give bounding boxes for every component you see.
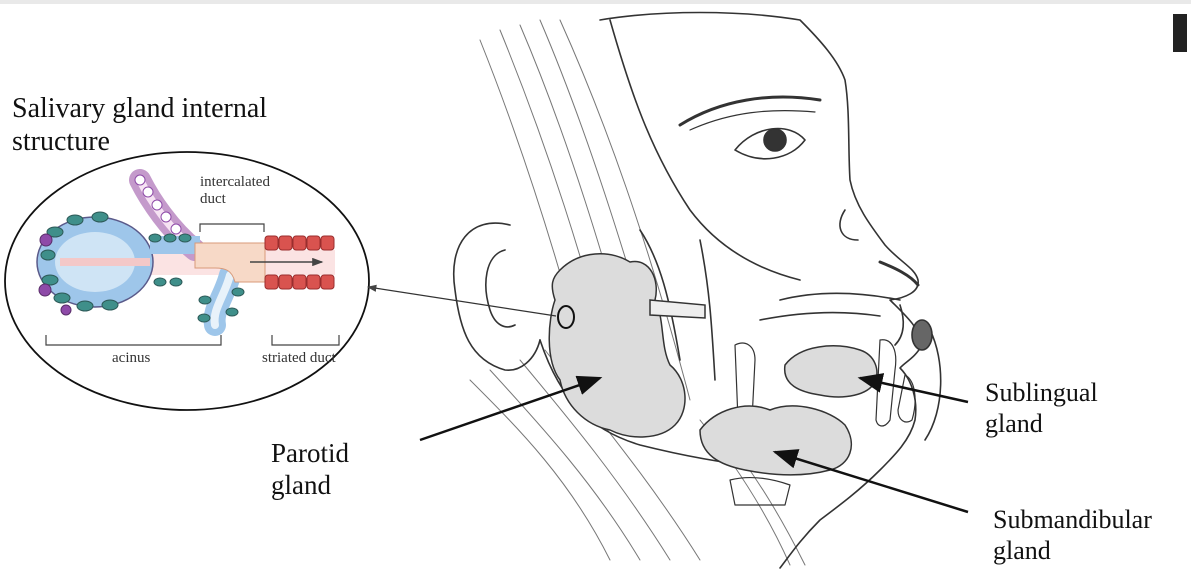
inset-title-line2: structure [12,125,332,158]
ear [454,223,540,370]
sublingual-line1: Sublingual [985,378,1135,409]
sublingual-arrow [860,378,968,402]
inset-pointer-line [368,287,556,316]
sublingual-line2: gland [985,409,1135,440]
acinus-label: acinus [112,350,150,367]
submandibular-gland [700,406,851,475]
head-sketch [454,13,941,569]
inset-title: Salivary gland internal structure [12,92,332,158]
inset-title-line1: Salivary gland internal [12,92,332,125]
submandibular-line1: Submandibular [993,505,1191,536]
parotid-line1: Parotid [271,438,401,470]
sublingual-gland-label: Sublingual gland [985,378,1135,439]
parotid-gland [549,254,705,437]
intercalated-line2: duct [200,191,310,208]
submandibular-arrow [775,452,968,512]
intercalated-duct-label: intercalated duct [200,174,310,209]
parotid-arrow [420,378,600,440]
submandibular-line2: gland [993,536,1191,567]
sublingual-gland [785,346,877,397]
parotid-gland-label: Parotid gland [271,438,401,502]
striated-duct-label: striated duct [262,350,336,367]
intercalated-line1: intercalated [200,174,310,191]
submandibular-gland-label: Submandibular gland [993,505,1191,566]
parotid-line2: gland [271,470,401,502]
